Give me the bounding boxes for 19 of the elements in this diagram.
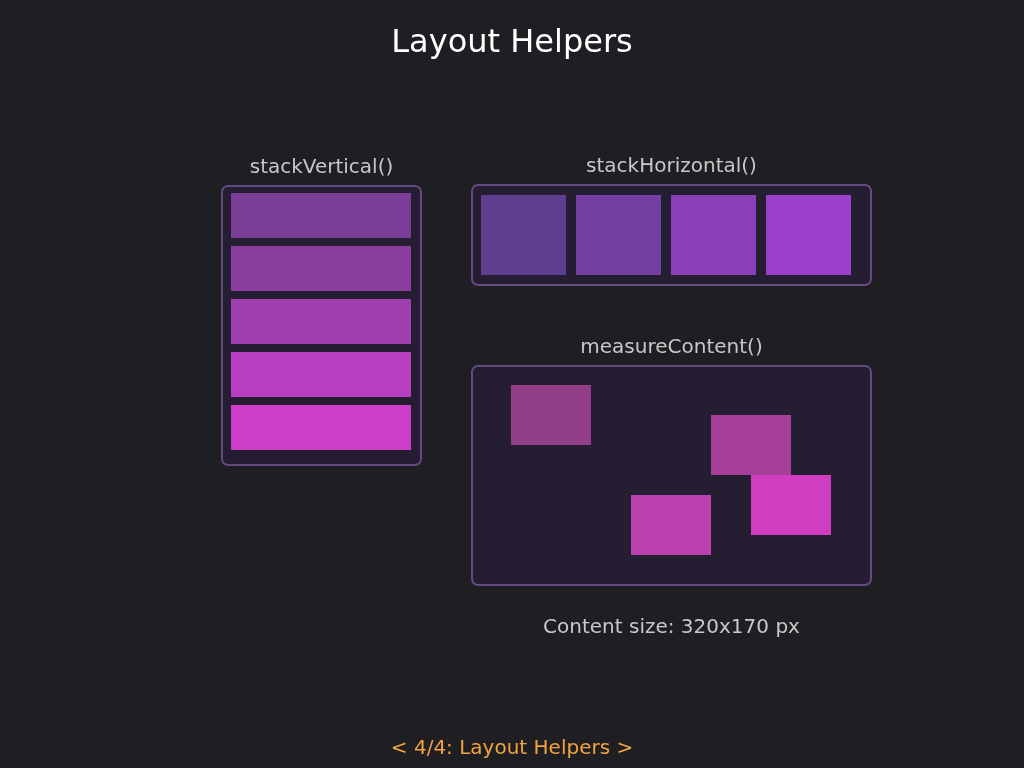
content-block [231, 352, 411, 397]
content-block [511, 385, 591, 445]
slide-navigation-label: < 4/4: Layout Helpers > [390, 734, 634, 760]
content-block [751, 475, 831, 535]
panel-heading: measureContent() [580, 334, 763, 358]
diagram-title: Layout Helpers [391, 21, 633, 61]
content-block [481, 195, 566, 275]
size-caption: Content size: 320x170 px [543, 614, 800, 638]
panel-heading: stackHorizontal() [586, 153, 757, 177]
content-block [711, 415, 791, 475]
content-block [231, 193, 411, 238]
content-block [231, 405, 411, 450]
panel-heading: stackVertical() [249, 154, 394, 178]
content-block [231, 299, 411, 344]
content-block [576, 195, 661, 275]
content-block [671, 195, 756, 275]
content-block [631, 495, 711, 555]
content-block [231, 246, 411, 291]
content-block [766, 195, 851, 275]
